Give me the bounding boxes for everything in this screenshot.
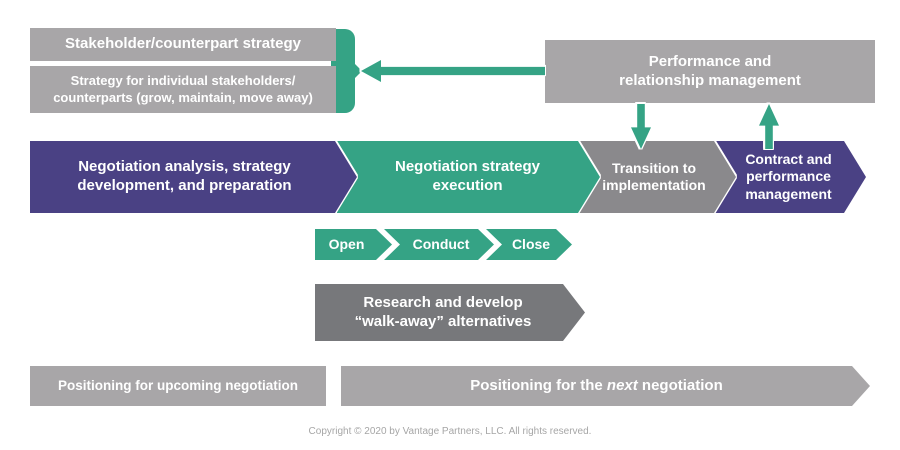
feedback-arrow-left-shape bbox=[361, 60, 545, 82]
arrow-down-shape bbox=[631, 104, 651, 149]
performance-management-box: Performance and relationship management bbox=[545, 40, 875, 103]
phase-arrow-transition: Transition to implementation bbox=[578, 141, 736, 213]
positioning-next-label: Positioning for the next negotiation bbox=[470, 377, 723, 396]
positioning-next-arrow: Positioning for the next negotiation bbox=[341, 366, 870, 406]
phase-arrow-contract-management: Contract and performance management bbox=[711, 141, 866, 213]
phase-negotiation-analysis-label: Negotiation analysis, strategy developme… bbox=[77, 158, 292, 194]
phase-arrow-strategy-execution: Negotiation strategy execution bbox=[337, 141, 600, 213]
copyright-text: Copyright © 2020 by Vantage Partners, LL… bbox=[308, 426, 592, 437]
arrow-up-shape bbox=[759, 104, 779, 149]
individual-stakeholder-strategy-label: Strategy for individual stakeholders/ co… bbox=[53, 73, 313, 105]
positioning-next-prefix: Positioning for the bbox=[470, 376, 607, 394]
substep-close-label: Close bbox=[511, 235, 551, 252]
research-alternatives-arrow: Research and develop “walk-away” alterna… bbox=[315, 284, 585, 341]
substep-close: Close bbox=[486, 229, 572, 260]
arrow-up-from-contract bbox=[759, 104, 779, 149]
positioning-upcoming-label: Positioning for upcoming negotiation bbox=[58, 377, 298, 393]
positioning-next-suffix: negotiation bbox=[637, 376, 723, 394]
performance-management-label: Performance and relationship management bbox=[619, 52, 801, 89]
feedback-arrow-left bbox=[361, 60, 545, 82]
arrow-down-to-transition bbox=[631, 104, 651, 149]
substep-conduct: Conduct bbox=[384, 229, 494, 260]
phase-transition-label: Transition to implementation bbox=[602, 159, 706, 193]
substep-open-label: Open bbox=[328, 235, 365, 252]
individual-stakeholder-strategy-box: Strategy for individual stakeholders/ co… bbox=[30, 66, 336, 113]
positioning-next-italic: next bbox=[606, 376, 638, 394]
phase-strategy-execution-label: Negotiation strategy execution bbox=[394, 158, 541, 194]
positioning-upcoming-box: Positioning for upcoming negotiation bbox=[30, 366, 326, 406]
stakeholder-strategy-label: Stakeholder/counterpart strategy bbox=[65, 35, 301, 53]
phase-contract-management-label: Contract and performance management bbox=[745, 150, 832, 202]
phase-arrow-negotiation-analysis: Negotiation analysis, strategy developme… bbox=[30, 141, 357, 213]
substep-conduct-label: Conduct bbox=[412, 235, 470, 252]
stakeholder-strategy-box: Stakeholder/counterpart strategy bbox=[30, 28, 336, 61]
research-alternatives-label: Research and develop “walk-away” alterna… bbox=[354, 293, 532, 330]
substep-open: Open bbox=[315, 229, 392, 260]
